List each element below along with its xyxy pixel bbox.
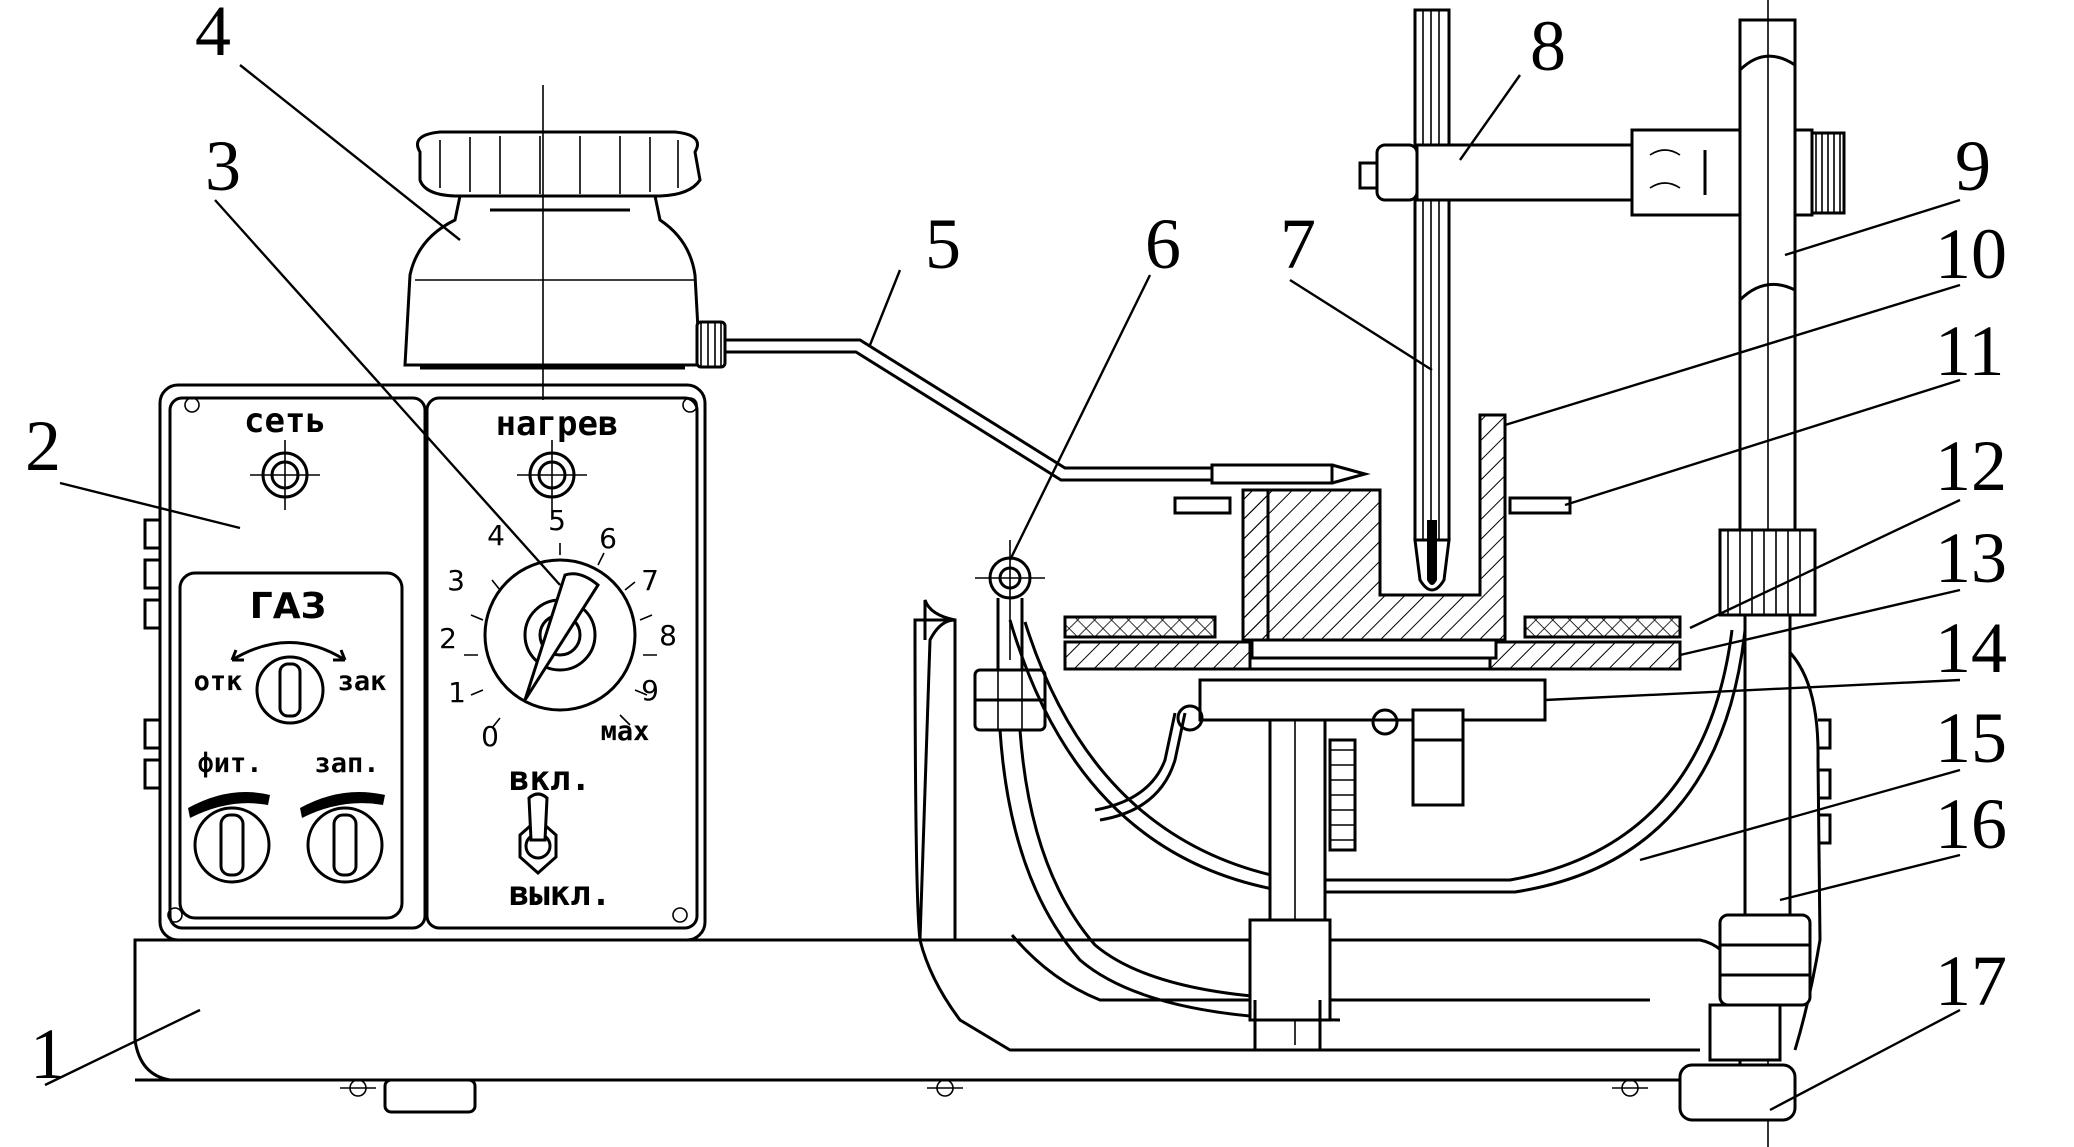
power-label: сеть [244,401,326,441]
callout-6: 6 [1145,204,1181,284]
ignition-knob[interactable] [300,791,385,884]
callout-9: 9 [1955,126,1991,206]
instrument-housing [143,383,707,942]
gas-tube [695,320,1371,485]
heater-stem [1248,708,1465,1050]
burner-stand [913,599,1700,1052]
hotplate-disc [1063,615,1682,671]
heater-wire [1094,712,1187,822]
callout-14: 14 [1935,608,2007,688]
top-container-with-knob [403,85,702,400]
dial-mark-2: 2 [439,622,457,655]
callout-2: 2 [25,406,61,486]
callout-8: 8 [1530,6,1566,86]
dial-mark-8: 8 [659,619,677,652]
heating-label: нагрев [496,404,619,444]
dial-mark-3: 3 [447,564,465,597]
callout-15: 15 [1935,698,2007,778]
callout-3: 3 [205,126,241,206]
heating-dial[interactable] [464,543,657,729]
callout-leaders [44,64,1961,1112]
gas-label: ГАЗ [250,586,326,627]
dial-mark-7: 7 [641,564,659,597]
gas-hose [998,729,1341,1022]
heater-block [1198,678,1547,722]
dial-max-label: мах [601,716,650,747]
callout-4: 4 [195,0,231,71]
ignition-label: зап. [314,748,379,779]
callout-5: 5 [925,204,961,284]
thermometer [1413,8,1451,592]
dial-mark-5: 5 [548,504,566,537]
callout-13: 13 [1935,518,2007,598]
switch-on-label: вкл. [509,759,591,799]
support-rod [1708,0,1817,1147]
sample-cup [1173,413,1572,660]
right-vents [1818,718,1832,845]
on-off-toggle-switch[interactable] [518,792,558,876]
gas-open-label: отк [194,666,243,697]
adjustable-foot [1678,1063,1797,1122]
dial-mark-6: 6 [599,522,617,555]
base-plate [133,938,1742,1114]
heating-indicator-icon [517,440,587,510]
dial-mark-0: 0 [481,720,499,753]
callout-10: 10 [1935,214,2007,294]
gas-subpanel [178,571,404,920]
callout-1: 1 [30,1014,66,1094]
dial-mark-9: 9 [641,674,659,707]
connector-fitting [973,540,1047,732]
power-indicator-icon [250,440,320,510]
switch-off-label: выкл. [509,874,611,914]
callout-16: 16 [1935,784,2007,864]
callout-12: 12 [1935,426,2007,506]
callout-11: 11 [1935,311,2004,391]
gas-valve-knob[interactable] [230,641,347,725]
dial-mark-4: 4 [487,519,505,552]
wick-knob[interactable] [188,791,271,884]
callout-17: 17 [1935,941,2007,1021]
gas-close-label: зак [338,666,387,697]
wick-label: фит. [197,748,262,779]
dial-mark-1: 1 [448,676,466,709]
callout-7: 7 [1280,204,1316,284]
